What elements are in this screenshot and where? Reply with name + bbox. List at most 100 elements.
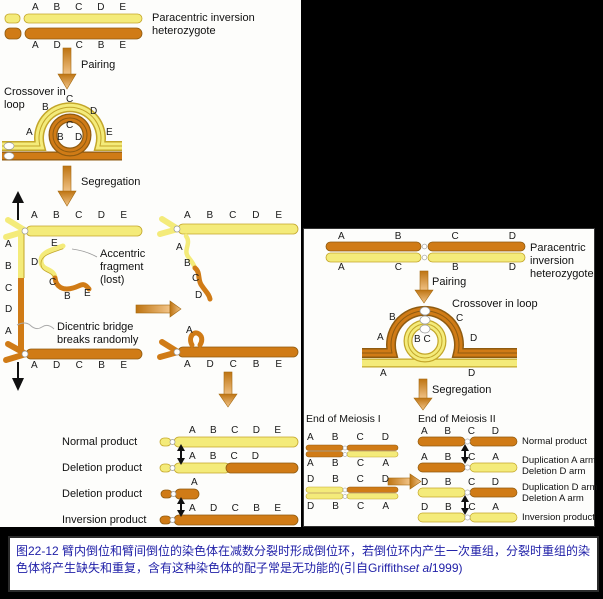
- caption-line-2-text: 色体将产生缺失和重复，含有这种染色体的配子常是无功能的(引自Griffiths: [16, 561, 410, 576]
- loop-letter: E: [106, 127, 113, 138]
- fragment-letter: B: [64, 291, 71, 302]
- meiosis1-title: End of Meiosis I: [306, 413, 381, 425]
- loop-inner-letter: C: [66, 120, 74, 131]
- caption-et-al: et al: [409, 561, 432, 576]
- letter: E: [119, 2, 126, 13]
- letter: D: [381, 432, 389, 443]
- loop-letter: A: [26, 127, 33, 138]
- letter: C: [468, 452, 476, 463]
- letter: E: [275, 210, 282, 221]
- letter: B: [452, 262, 459, 273]
- letter: B: [210, 425, 217, 436]
- tail-letter: A: [176, 242, 183, 253]
- letter: A: [382, 501, 389, 512]
- rp-crossover-label: Crossover in loop: [452, 298, 538, 310]
- letter: A: [189, 451, 196, 462]
- rp-loop-inner-letters: B C: [414, 334, 431, 345]
- letter: D: [381, 474, 389, 485]
- letter: D: [307, 501, 315, 512]
- fragment-letter: D: [31, 257, 39, 268]
- letter: E: [120, 210, 127, 221]
- product-label-normal: Normal product: [62, 436, 138, 448]
- fragment-letter: C: [49, 277, 57, 288]
- letter: C: [356, 458, 365, 469]
- letter: B: [394, 231, 402, 242]
- letter: A: [31, 360, 38, 371]
- letter: C: [231, 503, 239, 514]
- letter: A: [184, 359, 191, 370]
- letter: A: [189, 425, 196, 436]
- rp-loop-letter: A: [377, 332, 384, 343]
- fragment-letter: E: [84, 288, 91, 299]
- m2-label-line: Deletion A arm: [522, 492, 584, 504]
- letter: C: [356, 432, 364, 443]
- dicentric-bridge-label: Dicentric bridge breaks randomly: [57, 321, 139, 346]
- letter: D: [5, 304, 13, 316]
- letter: B: [331, 458, 339, 469]
- letter: B: [209, 451, 217, 462]
- loop-inner-letter: D: [75, 132, 83, 143]
- letter: A: [382, 458, 389, 469]
- product-label-inversion: Inversion product: [62, 514, 147, 526]
- letter: A: [307, 458, 314, 469]
- letter: D: [421, 502, 429, 513]
- m2-label-inversion: Inversion product: [522, 512, 595, 523]
- letter: A: [32, 40, 39, 51]
- fragment-a-letter: A: [186, 325, 193, 336]
- right-diagram-panel: [303, 228, 595, 527]
- letter: A: [184, 210, 191, 221]
- fragment-letter: E: [51, 238, 58, 249]
- letter: C: [230, 451, 238, 462]
- letter: B: [53, 2, 61, 13]
- acentric-fragment-label: Accentric fragment (lost): [100, 248, 146, 286]
- letter: C: [231, 425, 239, 436]
- loop-letter: B: [42, 102, 49, 113]
- letter: C: [451, 231, 459, 242]
- letter: A: [5, 239, 12, 250]
- rp-pairing-label: Pairing: [432, 276, 467, 288]
- letter: A: [421, 452, 428, 463]
- segregation-label: Segregation: [81, 176, 141, 188]
- letter: A: [307, 432, 314, 443]
- letter: D: [97, 210, 105, 221]
- m2-label-dupA: Duplication A arm Deletion D arm: [522, 455, 596, 478]
- letter: D: [97, 2, 105, 13]
- crossover-label: Crossover in loop: [4, 86, 66, 111]
- caption-year: 1999): [431, 561, 463, 576]
- letter: C: [75, 210, 83, 221]
- letter: B: [444, 426, 452, 437]
- letter: B: [253, 503, 260, 514]
- letter: C: [356, 474, 364, 485]
- m2-label-line: Duplication D arm: [522, 482, 598, 493]
- letter: D: [252, 425, 260, 436]
- m2-label-line: Duplication A arm: [522, 455, 596, 466]
- m2-label-normal: Normal product: [522, 436, 587, 447]
- rp-loop-letter: D: [468, 368, 476, 379]
- loop-inner-letter: B: [57, 132, 64, 143]
- letter: A: [5, 326, 12, 337]
- product-label-deletion-1: Deletion product: [62, 462, 143, 474]
- letter: D: [252, 210, 260, 221]
- letter: A: [189, 503, 196, 514]
- letter: D: [307, 474, 315, 485]
- rp-loop-letter: D: [470, 333, 478, 344]
- letter: D: [53, 360, 61, 371]
- letter: D: [508, 231, 516, 242]
- m2-label-line: Deletion D arm: [522, 465, 586, 477]
- rp-loop-letter: A: [380, 368, 387, 379]
- letter: A: [338, 262, 345, 273]
- letter: B: [331, 432, 339, 443]
- letter: D: [251, 451, 259, 462]
